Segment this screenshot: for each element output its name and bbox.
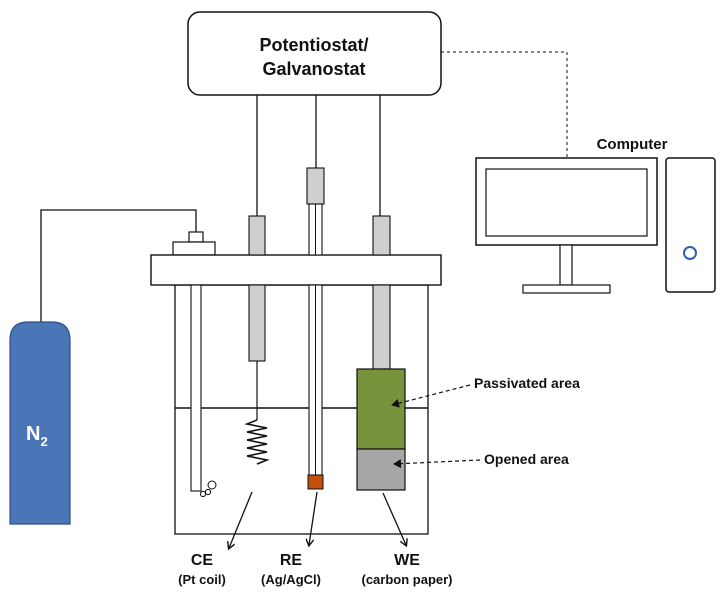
monitor-neck [559, 244, 573, 286]
computer: Computer [475, 136, 716, 294]
n2-gas-line [40, 209, 197, 323]
n2-cylinder: N2 [9, 321, 71, 525]
ce-label: CE [191, 552, 214, 569]
passivated-area [356, 368, 406, 450]
opened-area-label: Opened area [484, 451, 569, 467]
re-arrow [309, 491, 318, 545]
potentiostat-box: Potentiostat/ Galvanostat [187, 11, 442, 96]
re-label: RE [280, 552, 303, 569]
ce-arrow [229, 491, 253, 548]
reference-electrode [306, 167, 325, 490]
re-tip [307, 474, 324, 490]
pt-coil [244, 419, 270, 465]
gas-inlet-fitting [172, 231, 216, 256]
working-electrode [356, 215, 406, 491]
computer-label: Computer [597, 136, 668, 153]
monitor-screen [485, 168, 648, 237]
we-arrow [382, 492, 406, 545]
counter-electrode [244, 215, 270, 465]
monitor-base [522, 284, 611, 294]
re-desc: (Ag/AgCl) [261, 572, 321, 587]
gas-bubbler-tube [190, 284, 217, 498]
ce-desc: (Pt coil) [178, 572, 226, 587]
power-button-icon [683, 246, 697, 260]
potentiostat-label-line2: Galvanostat [262, 59, 365, 79]
opened-area [356, 448, 406, 491]
passivated-area-label: Passivated area [474, 375, 580, 391]
pc-tower [665, 157, 716, 293]
we-label: WE [394, 552, 420, 569]
we-desc: (carbon paper) [361, 572, 452, 587]
potentiostat-label-line1: Potentiostat/ [259, 35, 368, 55]
cell-lid [150, 254, 442, 286]
opened-callout [393, 459, 481, 469]
n2-label: N2 [26, 423, 48, 449]
computer-link-dashed [441, 51, 568, 158]
